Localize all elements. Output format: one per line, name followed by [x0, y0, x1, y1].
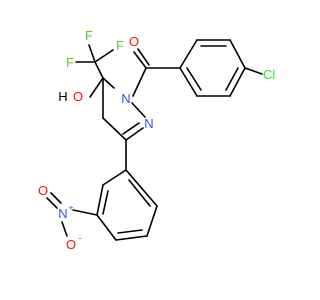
atom-f2: F: [66, 55, 74, 70]
atom-n-nitro: N: [58, 206, 67, 221]
bond-ar2-nitro: [72, 209, 98, 216]
bond-ar2-4: [115, 235, 148, 241]
bond-ar2-3: [96, 214, 117, 241]
bond-cf3-f1: [88, 44, 96, 63]
atom-f1: F: [85, 28, 93, 43]
bond-ar1-4: [229, 67, 246, 97]
atom-o-nitro-top: O: [38, 183, 48, 198]
bond-carbonyl-o: [133, 51, 147, 69]
bond-c5-n1: [102, 77, 115, 89]
atom-n1: N: [121, 91, 130, 106]
bond-c3-n2-double: [122, 122, 140, 135]
bond-ar1-cl: [244, 67, 263, 75]
atom-o-carbonyl: O: [129, 34, 139, 49]
bond-ar2-5: [146, 205, 158, 237]
bond-ar2-1: [102, 169, 127, 186]
bond-c5-oh: [89, 77, 104, 98]
atom-n2: N: [144, 116, 153, 131]
bonds: [46, 39, 263, 241]
atom-h-hydroxyl: H: [58, 89, 67, 104]
bond-c5-cf3: [94, 61, 104, 79]
bond-ar2-6: [125, 169, 158, 207]
atom-f3: F: [116, 38, 124, 53]
atom-o-nitro-bottom: O: [66, 237, 76, 252]
bond-ar2-inner-2: [117, 229, 143, 234]
bond-ar2-inner-3: [128, 179, 151, 207]
bond-ar2-2: [96, 184, 104, 216]
bond-ar1-3: [229, 39, 246, 69]
charge-minus: -: [79, 233, 82, 243]
bond-carbonyl-o-double: [137, 48, 150, 66]
atom-labels: F F F O Cl H O N N O N + O -: [38, 28, 275, 252]
bond-nitro-otop: [46, 197, 58, 209]
bond-nitro-otop-double: [50, 192, 62, 204]
bond-cf3-f3: [94, 49, 114, 63]
bond-nitro-obottom: [61, 221, 68, 237]
bond-n1-ccarbonyl: [132, 67, 147, 97]
bond-ar1-inner-3: [186, 67, 202, 91]
atom-cl: Cl: [263, 67, 275, 82]
atom-o-hydroxyl: O: [73, 89, 83, 104]
bond-ar1-1: [179, 39, 198, 69]
bond-ar2-inner-1: [102, 190, 109, 215]
charge-plus: +: [68, 203, 73, 213]
bond-ar1-6: [179, 67, 198, 97]
bond-c4-c3: [102, 117, 127, 141]
bond-ar1-inner-2: [225, 67, 239, 91]
molecule-structure: F F F O Cl H O N N O N + O -: [0, 0, 300, 300]
canvas-background: [0, 0, 300, 300]
bond-c3-n2: [125, 127, 144, 141]
bond-n2-n1: [131, 102, 146, 118]
